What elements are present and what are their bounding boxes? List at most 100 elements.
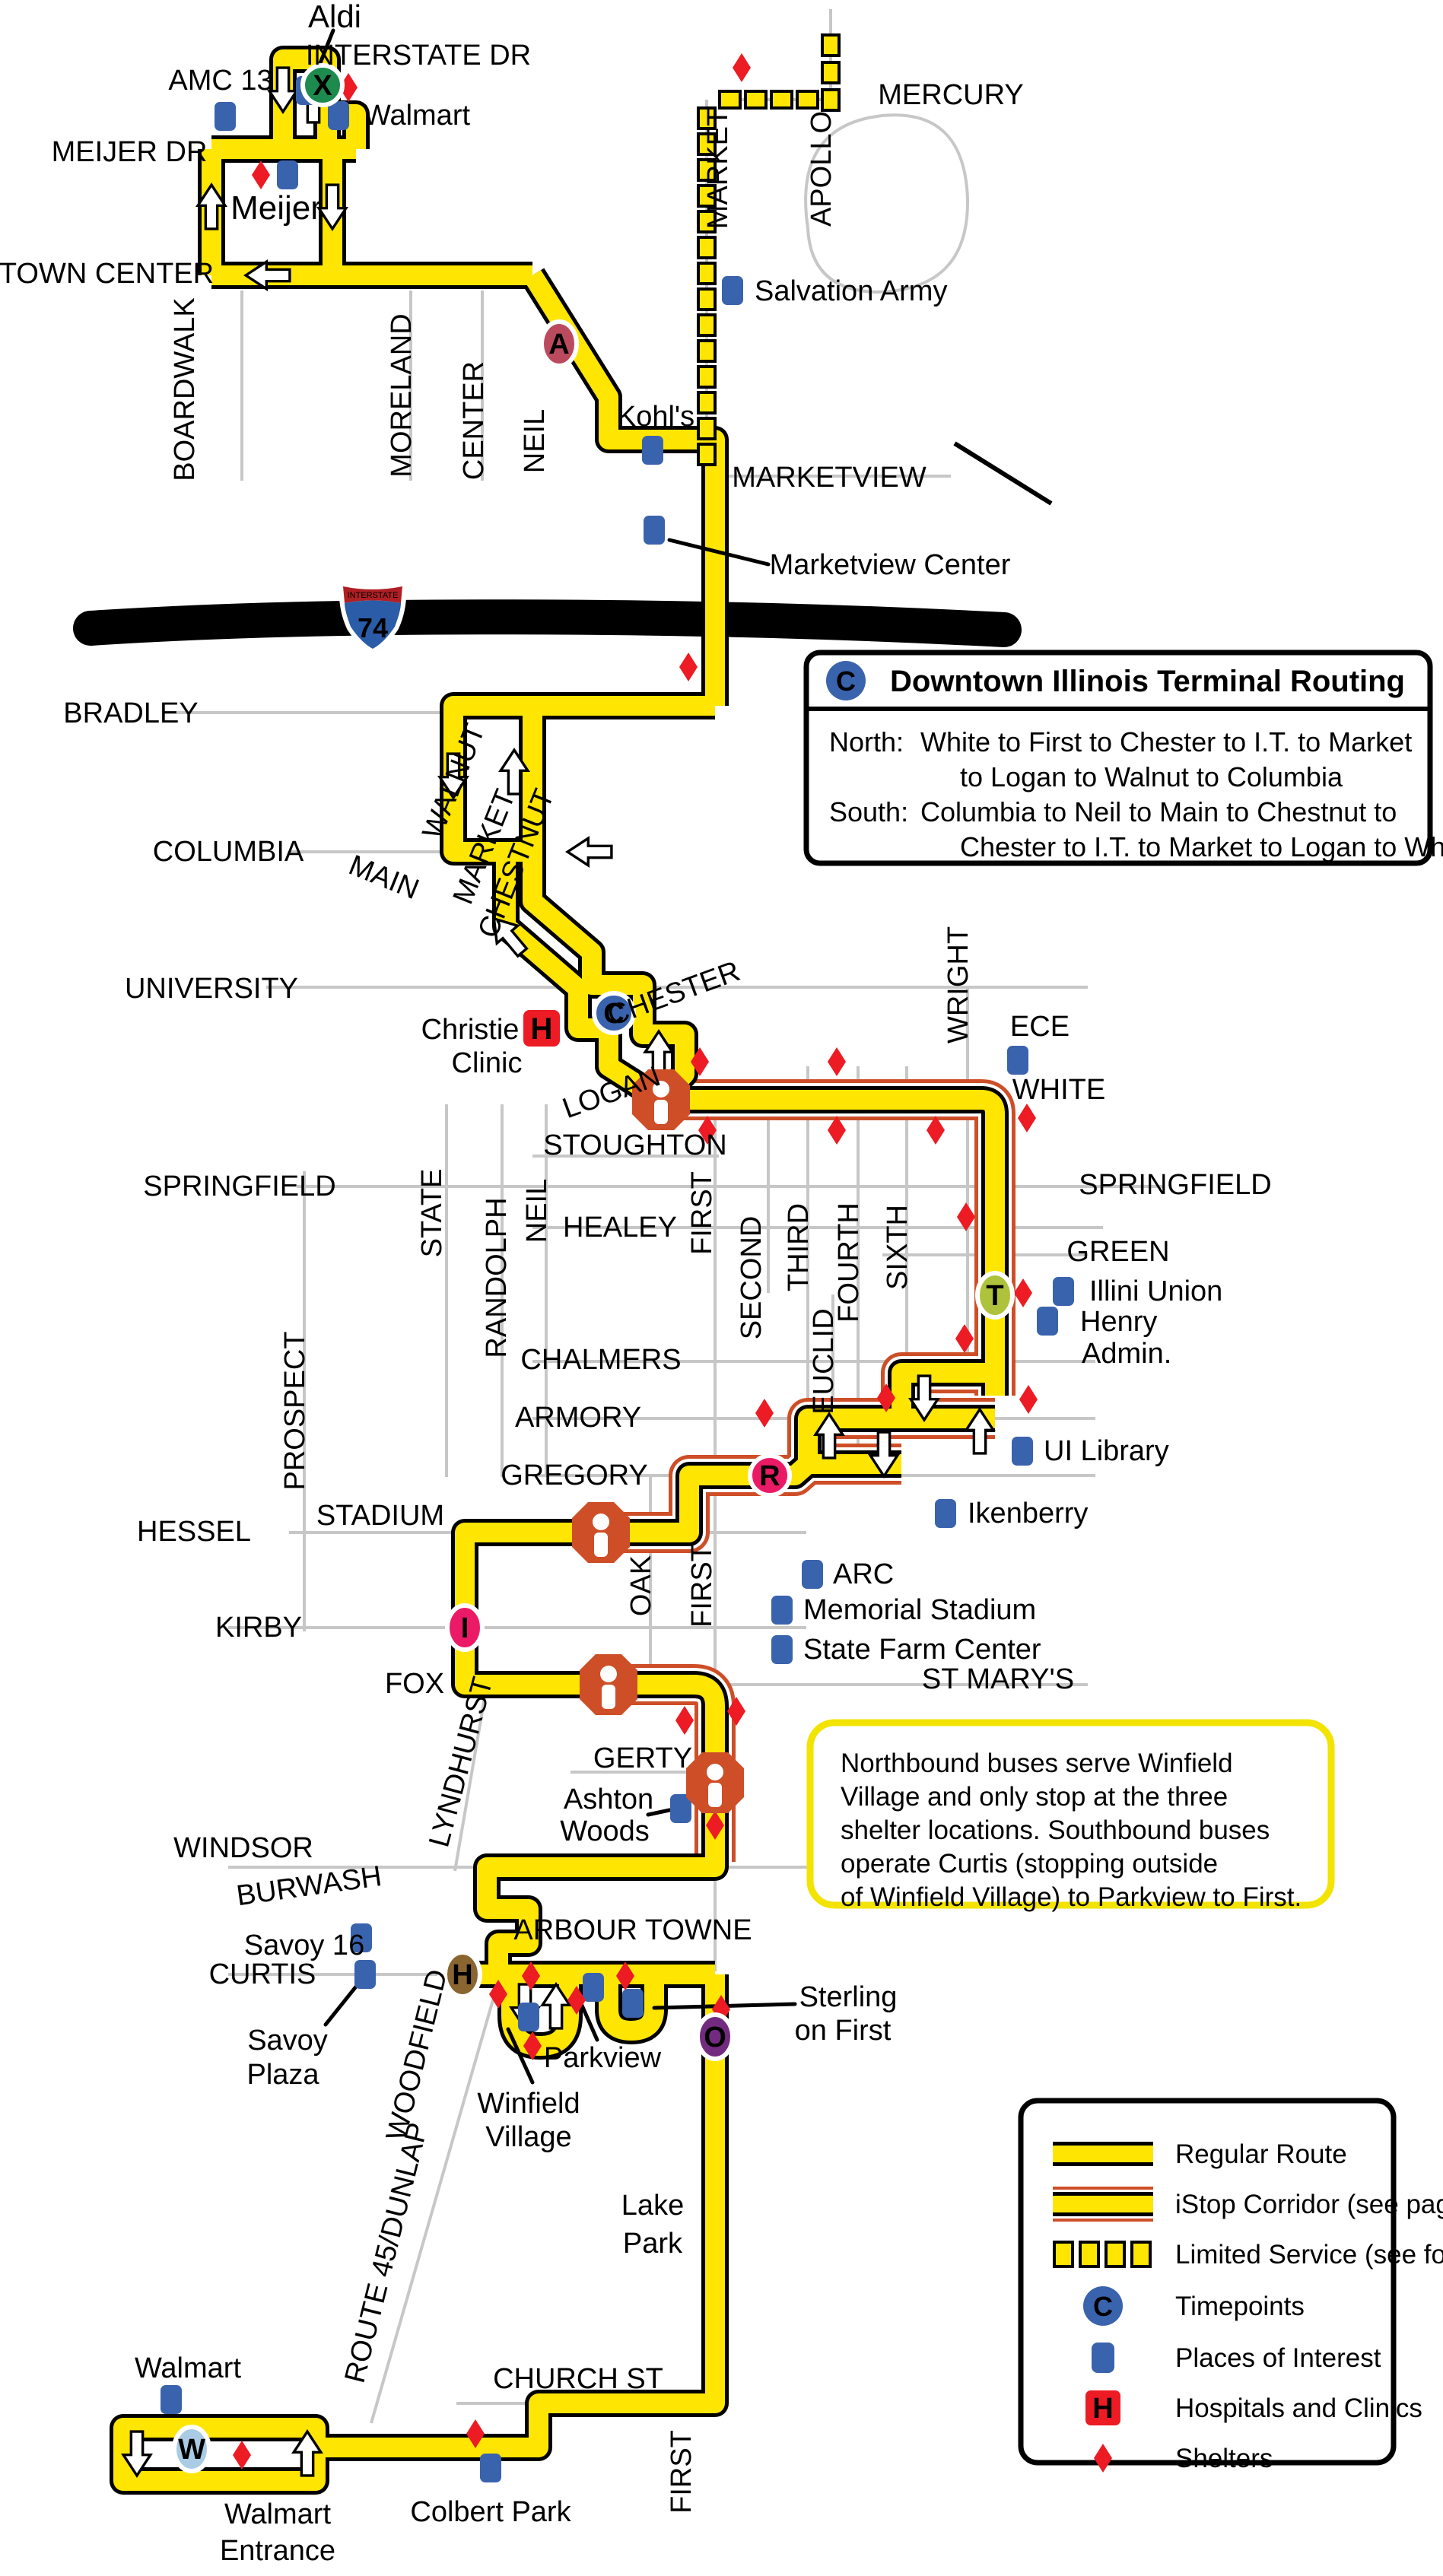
legend-label: Timepoints [1175, 2292, 1305, 2321]
place-of-interest-icon [277, 160, 298, 189]
legend-label: Places of Interest [1175, 2343, 1381, 2373]
timepoint-letter: X [313, 70, 332, 102]
poi-label: Marketview Center [770, 549, 1011, 581]
istop-i-body [602, 1685, 615, 1709]
pointer-line [667, 538, 771, 567]
poi-label: Village [485, 2121, 571, 2153]
limited-service-dash [821, 61, 841, 84]
place-of-interest-icon [771, 1596, 793, 1625]
railroad-line [953, 441, 1053, 506]
legend-timepoint-icon [1083, 2286, 1123, 2326]
hospital-icon [523, 1010, 560, 1047]
poi-label: State Farm Center [803, 1634, 1041, 1666]
street-label: CHURCH ST [493, 2363, 663, 2395]
place-of-interest-icon [771, 1635, 793, 1664]
route-line [609, 1675, 725, 1862]
place-of-interest-icon [802, 1560, 823, 1589]
street-line [370, 1968, 504, 2424]
poi-label: Walmart [224, 2498, 331, 2530]
poi-label: Clinic [452, 1047, 523, 1079]
street-label: SECOND [736, 1216, 768, 1340]
timepoint-A: A [539, 319, 579, 368]
street-label: MORELAND [386, 313, 418, 477]
routing-box-line: to Logan to Walnut to Columbia [960, 761, 1343, 792]
legend-label: Regular Route [1175, 2139, 1347, 2169]
routing-box-direction-label: North: [829, 726, 904, 758]
routing-box-line: Chester to I.T. to Market to Logan to Wh… [960, 831, 1443, 862]
shelter-icon [1018, 1104, 1036, 1132]
timepoint-circle [592, 991, 636, 1035]
i74-number: 74 [358, 612, 388, 643]
street-label: FIRST [686, 1544, 718, 1628]
place-of-interest-icon [480, 2454, 501, 2482]
routing-box-line: Columbia to Neil to Main to Chestnut to [920, 796, 1397, 827]
street-label: CENTER [458, 361, 490, 480]
place-of-interest-icon [518, 2003, 539, 2031]
poi-label: Salvation Army [755, 275, 947, 307]
winfield-note-line: Northbound buses serve Winfield [841, 1749, 1233, 1778]
route-line [582, 1456, 815, 1542]
timepoint-X: X [300, 63, 345, 107]
shelter-icon [1019, 1385, 1038, 1414]
winfield-note-line: Village and only stop at the three [841, 1782, 1228, 1812]
poi-label: Ashton [564, 1784, 653, 1815]
street-line [453, 1684, 488, 1872]
poi-label: Lake [621, 2190, 684, 2222]
street-label: ECE [1010, 1011, 1070, 1043]
pointer-line [323, 1984, 358, 2027]
istop-icon [580, 1654, 637, 1715]
street-label: WHITE [1012, 1074, 1105, 1106]
street-label: MAIN [345, 850, 424, 907]
timepoint-letter: T [986, 1280, 1003, 1312]
street-label: COLUMBIA [153, 836, 304, 868]
place-of-interest-icon [161, 2385, 182, 2414]
route-line [316, 1974, 725, 2457]
poi-label: Sterling [799, 1981, 898, 2013]
place-of-interest-icon [354, 1960, 376, 1989]
poi-label: Henry [1080, 1306, 1157, 1338]
timepoint-oval [443, 1950, 482, 1999]
legend-limited-dash [1079, 2241, 1100, 2268]
street-label: KIRBY [215, 1612, 302, 1644]
route-line [496, 842, 666, 1108]
limited-service-dash [697, 132, 717, 156]
poi-label: Plaza [246, 2059, 319, 2091]
poi-label: Meijer [230, 189, 322, 227]
routing-box-title: Downtown Illinois Terminal Routing [890, 665, 1405, 698]
legend-label: Limited Service (see footnote) [1175, 2240, 1443, 2269]
shelter-icon [755, 1399, 774, 1428]
limited-service-dash [697, 313, 717, 337]
istop-i-dot [653, 1081, 669, 1097]
i74-band [73, 599, 1022, 647]
i74-interstate-text: INTERSTATE [348, 591, 399, 600]
legend-route-yellow [1053, 2146, 1153, 2162]
pointer-line [646, 1808, 672, 1817]
poi-label: Colbert Park [410, 2496, 571, 2528]
limited-service-dash [697, 210, 717, 233]
route-line [523, 270, 725, 706]
street-label: HEALEY [563, 1212, 677, 1244]
timepoint-oval [695, 2012, 735, 2061]
legend-route-yellow [1053, 2196, 1153, 2212]
street-label: SPRINGFIELD [1079, 1169, 1271, 1201]
poi-label: Woods [560, 1815, 650, 1847]
street-label: NEIL [521, 1179, 553, 1243]
poi-label: Kohl's [617, 401, 694, 433]
limited-service-dash [821, 33, 841, 57]
pointer-line [577, 1998, 599, 2042]
shelter-icon [252, 160, 270, 189]
timepoint-C: C [592, 991, 636, 1035]
route-line [477, 1857, 725, 1974]
street-label: ARBOUR TOWNE [513, 1914, 752, 1946]
limited-service-route [697, 33, 841, 466]
street-label: GREGORY [501, 1460, 648, 1491]
poi-label: Illini Union [1089, 1275, 1222, 1307]
place-of-interest-icon [1012, 1437, 1033, 1466]
street-label: SPRINGFIELD [143, 1170, 335, 1202]
poi-label: Walmart [364, 100, 470, 132]
timepoint-H: H [443, 1950, 482, 1999]
limited-service-dash [697, 158, 717, 182]
winfield-note-line: operate Curtis (stopping outside [841, 1849, 1218, 1879]
